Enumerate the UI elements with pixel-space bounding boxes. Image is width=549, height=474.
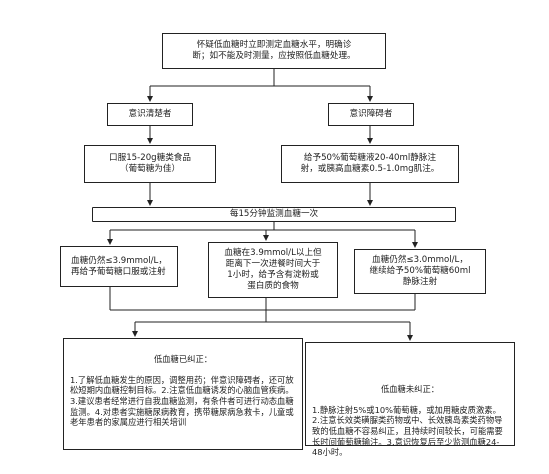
- conscious-patient-box: 意识清楚者: [107, 103, 193, 126]
- corrected-title: 低血糖已纠正：: [153, 353, 213, 364]
- corrected-body: 1.了解低血糖发生的原因，调整用药；伴意识障碍者，还可放松短期内血糖控制目标。2…: [70, 374, 294, 428]
- uncorrected-body: 1.静脉注射5%或10%葡萄糖，或加用糖皮质激素。2.注意长效类磺脲类药物或中、…: [312, 404, 503, 458]
- impaired-consciousness-box: 意识障碍者: [328, 103, 414, 126]
- corrected-box: 低血糖已纠正： 1.了解低血糖发生的原因，调整用药；伴意识障碍者，还可放松短期内…: [63, 338, 303, 450]
- uncorrected-title: 低血糖未纠正：: [380, 383, 440, 394]
- result-low-box: 血糖仍然≤3.9mmol/L， 再给予葡萄糖口服或注射: [60, 246, 178, 287]
- uncorrected-box: 低血糖未纠正： 1.静脉注射5%或10%葡萄糖，或加用糖皮质激素。2.注意长效类…: [305, 342, 515, 457]
- initial-assessment-box: 怀疑低血糖时立即测定血糖水平，明确诊 断；如不能及时测量，应按照低血糖处理。: [162, 33, 386, 69]
- monitor-glucose-box: 每15分钟监测血糖一次: [92, 207, 456, 222]
- result-very-low-box: 血糖仍然≤3.0mmol/L， 继续给予50%葡萄糖60ml 静脉注射: [354, 249, 486, 294]
- iv-glucose-box: 给予50%葡萄糖液20-40ml静脉注 射，或胰高血糖素0.5-1.0mg肌注。: [281, 145, 459, 183]
- oral-glucose-box: 口服15-20g糖类食品 （葡萄糖为佳）: [84, 145, 216, 183]
- result-normal-box: 血糖在3.9mmol/L以上但 距离下一次进餐时间大于 1小时，给予含有淀粉或 …: [208, 242, 338, 298]
